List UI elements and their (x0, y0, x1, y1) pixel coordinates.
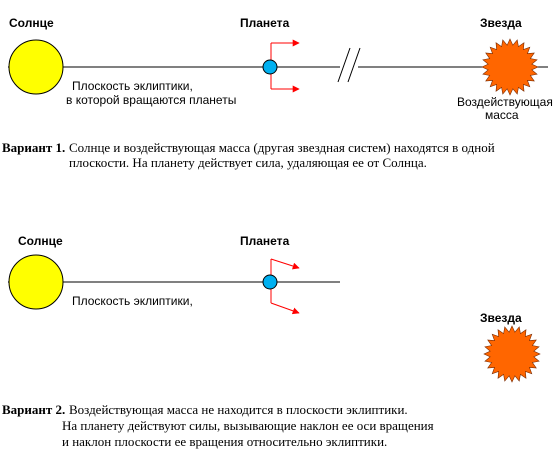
planet-icon (262, 274, 278, 290)
ecliptic-label: Плоскость эклиптики, (72, 294, 193, 308)
sun-label: Солнце (18, 234, 63, 248)
star-icon (483, 325, 541, 383)
caption-title: Вариант 1. (2, 140, 65, 155)
ecliptic-label: Плоскость эклиптики, (72, 79, 193, 93)
variant2-diagram: Солнце Планета Звезда Плоскость эклиптик… (2, 234, 541, 449)
mass-label: масса (485, 108, 519, 122)
sun-icon (8, 39, 64, 95)
ecliptic-label: в которой вращаются планеты (66, 93, 236, 107)
caption-text: Воздействующая масса не находится в плос… (69, 402, 408, 417)
caption-title: Вариант 2. (2, 402, 65, 417)
caption-text: и наклон плоскости ее вращения относител… (62, 434, 387, 449)
mass-label: Воздействующая (457, 95, 553, 109)
planet-icon (262, 59, 278, 75)
break-mark (347, 47, 361, 83)
caption-text: плоскости. На планету действует сила, уд… (69, 155, 427, 170)
sun-label: Солнце (9, 16, 54, 30)
force-arrow-up (270, 258, 300, 270)
variant1-diagram: Солнце Планета Звезда Плоскость эклиптик… (2, 16, 553, 170)
caption-text: На планету действуют силы, вызывающие на… (62, 418, 434, 433)
break-mark (337, 47, 351, 83)
planet-label: Планета (240, 16, 290, 30)
star-icon (481, 38, 539, 96)
star-label: Звезда (480, 311, 522, 325)
caption-text: Солнце и воздействующая масса (другая зв… (69, 140, 495, 155)
star-label: Звезда (480, 16, 522, 30)
force-arrow-down (270, 302, 300, 315)
planet-label: Планета (240, 234, 290, 248)
sun-icon (8, 254, 64, 310)
